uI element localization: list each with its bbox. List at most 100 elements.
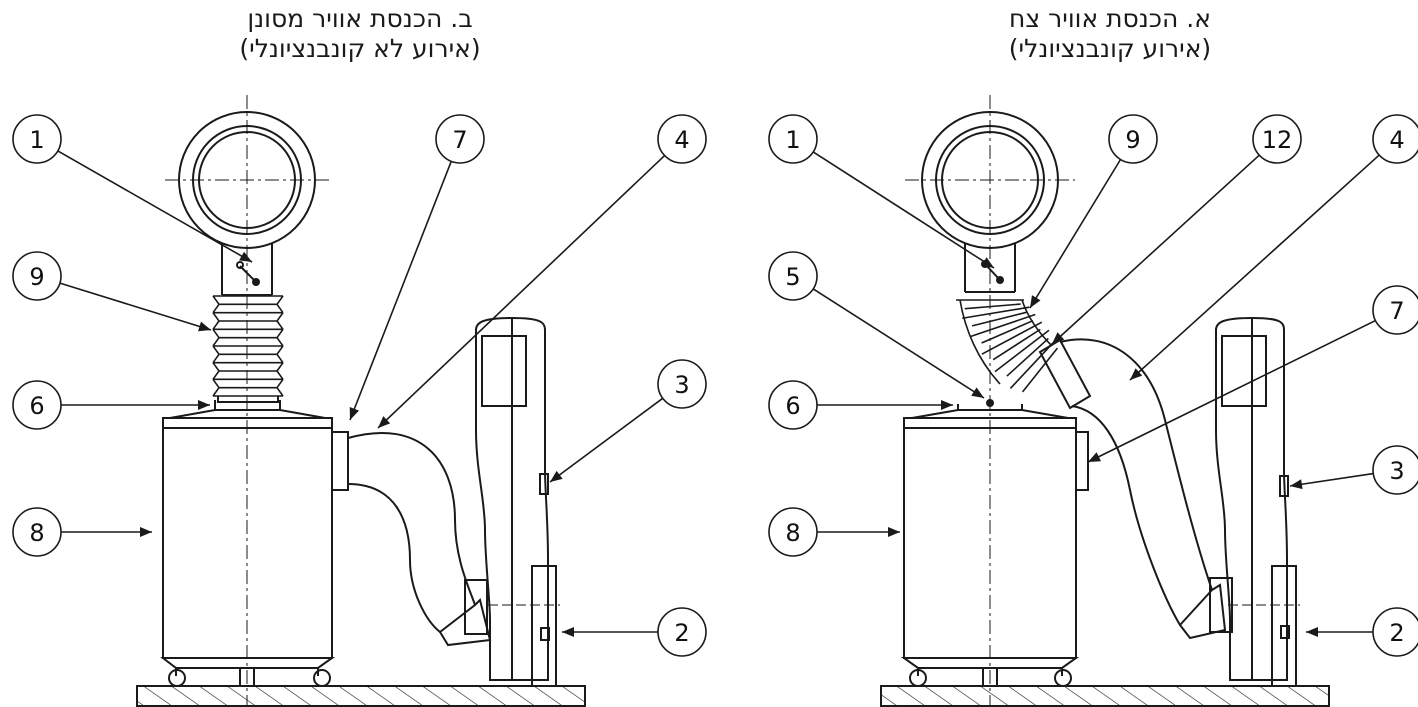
callout-arrowhead <box>888 527 900 537</box>
bellows-side <box>276 353 284 364</box>
callout-circle <box>768 114 818 164</box>
blower-panel <box>481 335 527 407</box>
callout-leader <box>59 282 212 331</box>
intake-neck <box>964 244 1016 293</box>
callout-arrowhead <box>198 321 211 332</box>
air-intake-middle <box>935 125 1045 235</box>
bellows-side <box>212 337 220 347</box>
bellows-side <box>276 362 284 372</box>
air-intake-outer <box>921 111 1059 249</box>
base-plate <box>136 685 586 707</box>
bellows-fold <box>970 313 1036 338</box>
callout-arrowhead <box>1030 295 1041 308</box>
bellows-side <box>212 345 220 355</box>
callout-number: 1 <box>785 126 800 154</box>
callout-circle <box>657 359 707 409</box>
callout-number: 4 <box>1389 126 1404 154</box>
hose-coupler <box>438 598 492 647</box>
elbow-hose <box>1059 338 1213 626</box>
bellows-side <box>212 303 220 314</box>
bellows-fold <box>971 311 1027 327</box>
callout-arrowhead <box>349 407 360 420</box>
bellows-side <box>212 295 220 305</box>
motor-switch <box>540 627 550 641</box>
side-flange <box>1075 431 1089 491</box>
callout-circle <box>12 114 62 164</box>
blower-inlet <box>464 579 488 635</box>
air-intake-inner <box>941 131 1039 229</box>
filter-stand <box>917 668 1063 686</box>
callout-number: 7 <box>452 126 467 154</box>
callout-number: 8 <box>785 519 800 547</box>
callout-leader <box>812 151 995 269</box>
hose-coupler <box>1178 583 1227 640</box>
callout-circle <box>768 251 818 301</box>
bellows-side <box>212 353 220 364</box>
callout-number: 12 <box>1262 126 1293 154</box>
bellows-side <box>212 312 220 322</box>
callout-arrowhead <box>239 251 252 262</box>
callout-number: 5 <box>785 263 800 291</box>
air-intake-outer <box>178 111 316 249</box>
blower-panel <box>1221 335 1267 407</box>
callout-number: 9 <box>29 263 44 291</box>
caster-left <box>168 669 186 687</box>
motor-block <box>531 565 557 687</box>
callout-circle <box>1372 285 1418 335</box>
bellows-side <box>276 378 284 389</box>
bellows-fold <box>994 329 1050 373</box>
bellows-fold <box>981 321 1043 355</box>
valve-knob <box>252 278 260 286</box>
callout-leader <box>1129 154 1380 381</box>
callout-arrowhead <box>550 470 563 482</box>
bellows-fold <box>1006 337 1049 377</box>
callout-circle <box>1372 445 1418 495</box>
callout-circle <box>657 114 707 164</box>
callout-leader <box>377 154 666 429</box>
title-left: ב. הכנסת אוויר מסונן (אירוע לא קונבנציונ… <box>130 4 590 64</box>
base-plate <box>880 685 1330 707</box>
callout-number: 4 <box>674 126 689 154</box>
motor-block <box>1271 565 1297 687</box>
callout-arrowhead <box>198 400 210 410</box>
callout-arrowhead <box>1306 627 1318 637</box>
callout-circle <box>12 380 62 430</box>
callout-arrowhead <box>1130 368 1143 380</box>
switch-3 <box>1279 475 1289 497</box>
valve-pivot <box>236 261 244 269</box>
callout-leader <box>1289 472 1374 487</box>
callout-leader <box>1051 154 1260 345</box>
motor-switch <box>1280 625 1290 639</box>
callout-circle <box>435 114 485 164</box>
callout-number: 9 <box>1125 126 1140 154</box>
air-intake-middle <box>192 125 302 235</box>
bellows-fold <box>992 328 1041 361</box>
callout-leader <box>349 161 452 421</box>
assembly-filtered-air <box>136 95 586 707</box>
callout-circle <box>768 507 818 557</box>
callout-arrowhead <box>981 257 994 268</box>
valve-knob <box>996 276 1004 284</box>
assembly-fresh-air <box>880 95 1330 707</box>
callout-circle <box>12 507 62 557</box>
callout-number: 6 <box>785 392 800 420</box>
title-left-line2: (אירוע לא קונבנציונלי) <box>239 34 481 63</box>
bellows-side <box>276 303 284 314</box>
callout-arrowhead <box>562 627 574 637</box>
callout-arrowhead <box>1052 332 1065 344</box>
callout-number: 6 <box>29 392 44 420</box>
bellows-fold <box>964 303 1021 310</box>
callout-circle <box>657 607 707 657</box>
callout-arrowhead <box>378 416 391 428</box>
callout-number: 2 <box>1389 619 1404 647</box>
callout-number: 3 <box>1389 457 1404 485</box>
bellows-side <box>212 320 220 330</box>
bellows-side <box>212 387 220 397</box>
intake-neck <box>221 244 273 296</box>
callout-circle <box>1372 607 1418 657</box>
title-right-line1: א. הכנסת אוויר צח <box>1009 4 1211 33</box>
callout-circle <box>1372 114 1418 164</box>
callout-arrowhead <box>1290 479 1303 490</box>
elbow-hose <box>347 432 476 633</box>
bellows-side <box>212 378 220 389</box>
